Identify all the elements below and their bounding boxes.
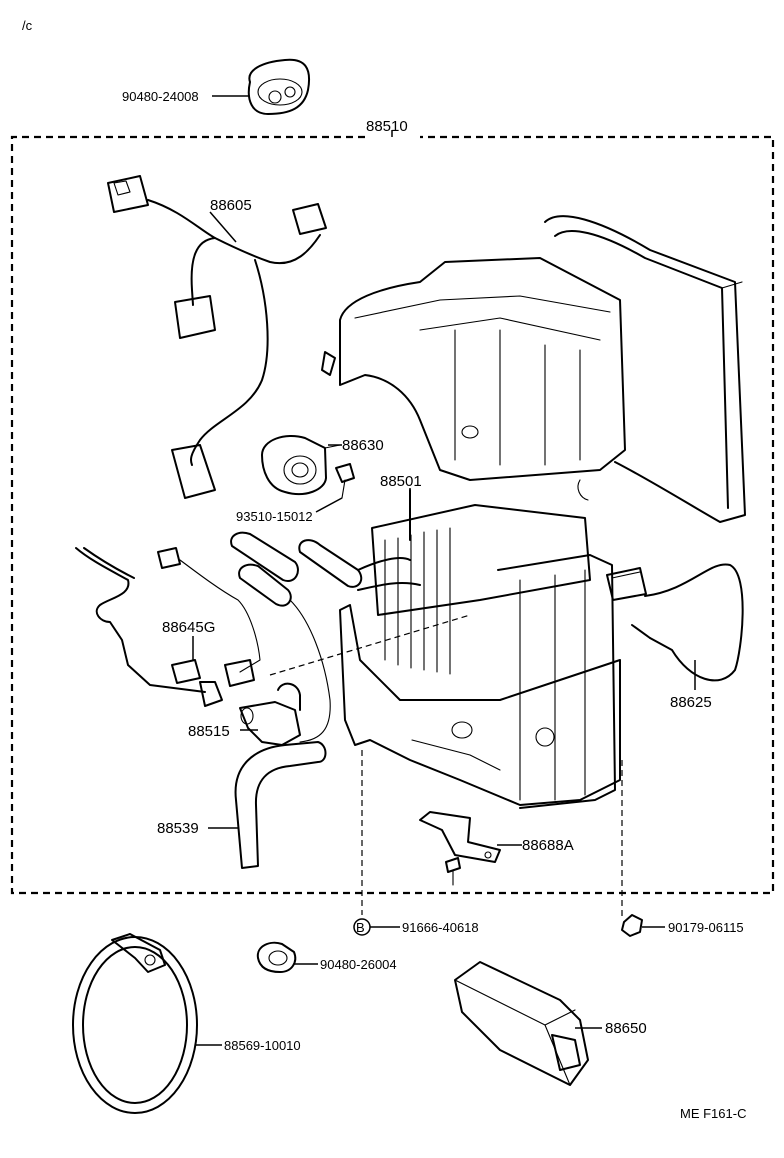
marker-b: B (356, 920, 365, 935)
part-sleeves (230, 531, 363, 743)
part-hose-88539: 88539 (157, 741, 327, 869)
label-88688A: 88688A (522, 837, 574, 854)
part-amplifier-88650: 88650 (454, 961, 647, 1086)
label-88510: 88510 (366, 118, 408, 135)
part-grommet-top: 90480-24008 (122, 58, 310, 115)
label-90480-24008: 90480-24008 (122, 89, 199, 104)
dashed-leaders (269, 614, 623, 918)
part-switch-88645G: 88645G (75, 547, 261, 707)
label-88650: 88650 (605, 1020, 647, 1037)
part-wire-harness: 88605 (107, 175, 327, 499)
label-88569-10010: 88569-10010 (224, 1038, 301, 1053)
label-90480-26004: 90480-26004 (320, 957, 397, 972)
part-bolt-91666: B 91666-40618 (353, 918, 479, 936)
part-band-88569: 88569-10010 (72, 933, 301, 1114)
label-88630: 88630 (342, 437, 384, 454)
label-90179-06115: 90179-06115 (668, 920, 744, 935)
label-88625: 88625 (670, 694, 712, 711)
label-88501: 88501 (380, 473, 422, 490)
assembly-boundary: 88510 (10, 118, 775, 895)
diagram-code: ME F161-C (680, 1106, 746, 1121)
part-grommet-90480-26004: 90480-26004 (256, 941, 397, 973)
part-upper-case (321, 257, 626, 501)
corner-mark: /c (22, 18, 33, 33)
label-88645G: 88645G (162, 619, 215, 636)
part-nut-90179: 90179-06115 (621, 914, 744, 937)
part-thermistor-88625: 88625 (606, 563, 744, 711)
label-93510-15012: 93510-15012 (236, 509, 313, 524)
part-valve-88515: 88515 (188, 682, 301, 746)
part-lower-case (339, 554, 621, 809)
label-91666-40618: 91666-40618 (402, 920, 479, 935)
part-screw-93510: 93510-15012 (236, 463, 355, 524)
label-88605: 88605 (210, 197, 252, 214)
label-88515: 88515 (188, 723, 230, 740)
label-88539: 88539 (157, 820, 199, 837)
part-filter-frame (544, 215, 746, 523)
part-bracket-88688A: 88688A (419, 811, 574, 886)
part-evaporator: 88501 (357, 473, 591, 675)
part-switch-88630: 88630 (261, 435, 384, 496)
